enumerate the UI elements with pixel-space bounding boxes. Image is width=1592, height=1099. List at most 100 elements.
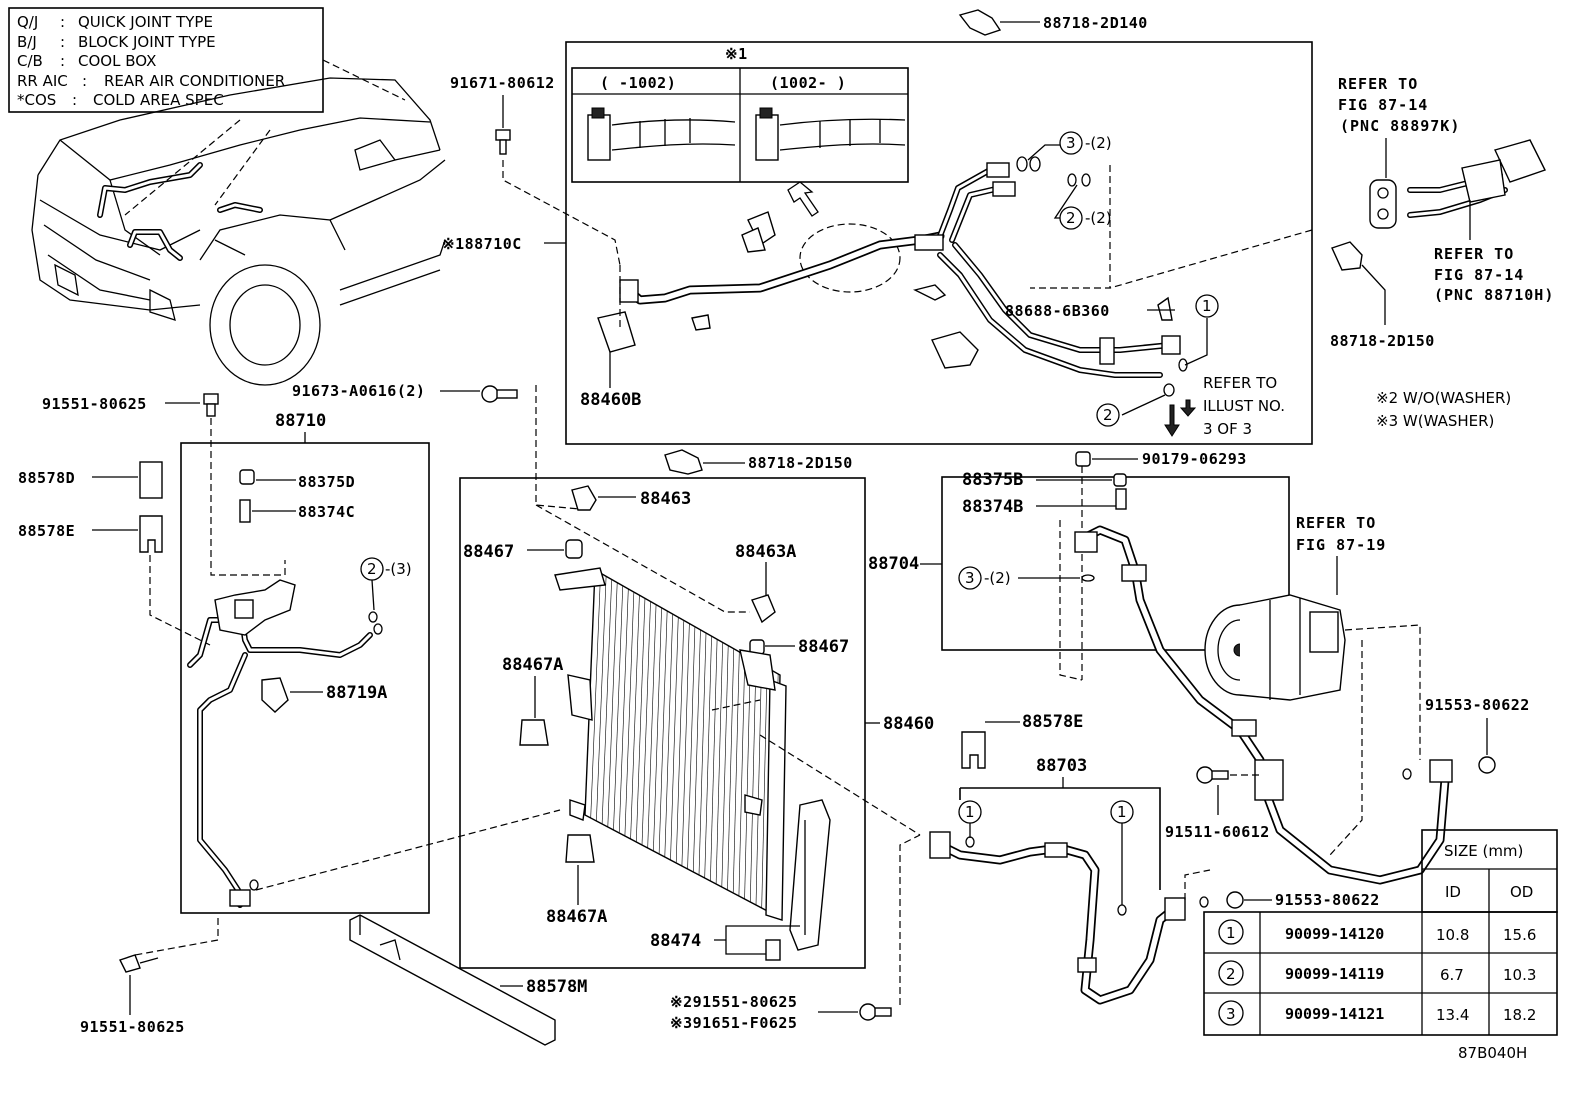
legend-sep-2: : [60,52,65,70]
label-91553-80622-b: 91553-80622 [1275,891,1380,909]
condenser-fin-line [607,582,618,828]
label-88467-a: 88467 [463,542,514,562]
condenser-fin-line [755,664,762,906]
label-88718-2D150-mid: 88718-2D150 [748,454,853,472]
legend-abbr-1: B/J [17,33,37,51]
bolt-91671-80612: 91671-80612 [450,74,621,266]
label-88474: 88474 [650,931,701,951]
bolt-91673: 91673-A0616(2) [292,382,591,511]
bolt-91511: 91511-60612 [1165,766,1270,841]
label-88578E-left: 88578E [18,522,75,540]
arrow-down-icon-2 [1164,404,1180,437]
callout-3-mid-qty: -(2) [984,569,1011,587]
legend-text-4: COLD AREA SPEC [93,91,224,109]
label-88467A-b: 88467A [546,907,607,927]
condenser-fin-line [727,648,735,891]
condenser-fin-line [624,592,635,837]
condenser-fin-line [613,585,624,831]
label-91551-80625-bottom: 91551-80625 [80,1018,185,1036]
label-88578M: 88578M [526,977,587,997]
drawing-code: 87B040H [1458,1044,1527,1062]
note-washer-2: ※2 W/O(WASHER) [1376,389,1511,407]
condenser-fin-line [658,610,668,855]
size-table-col-id: ID [1445,883,1461,901]
svg-text:1: 1 [1202,297,1212,315]
condenser-fin-line [698,632,707,876]
callout-2-refer: 2 [1096,403,1120,427]
size-row-mark: 2 [1226,965,1236,983]
condenser-fin-line [590,573,601,819]
ref4-line2: FIG 87-19 [1296,536,1386,554]
legend-abbr-0: Q/J [17,13,38,31]
legend-sep-4: : [72,91,77,109]
box-88704: 90179-06293 88375B 88374B 88704 3 -(2) [868,450,1453,885]
label-88463: 88463 [640,489,691,509]
callout-1-top: 1 [1195,294,1219,318]
right-fittings: REFER TO FIG 87-14 (PNC 88897K) REFER TO… [1109,75,1554,430]
callout-2-left-qty: -(3) [385,560,412,578]
condenser-fin-line [675,620,685,864]
ref4-line1: REFER TO [1296,514,1376,532]
svg-text:1: 1 [1117,803,1127,821]
label-88704: 88704 [868,554,919,574]
size-row-mark: 1 [1226,924,1236,942]
callout-3-top-qty: -(2) [1085,134,1112,152]
callout-3-mid: 3 -(2) [958,566,1095,590]
legend-abbr-2: C/B [17,52,43,70]
label-88375B: 88375B [962,470,1023,490]
size-table-col-od: OD [1510,883,1533,901]
size-table-title: SIZE (mm) [1444,842,1523,860]
legend-abbr-3: RR AIC [17,72,68,90]
label-91551-80625-top: 91551-80625 [42,395,147,413]
label-w3: ※391651-F0625 [670,1014,797,1032]
condenser-fin-line [687,626,696,870]
ref3-line2: ILLUST NO. [1203,397,1285,415]
arrow-down-icon-1 [1179,399,1197,417]
label-w2: ※291551-80625 [670,993,797,1011]
ref1-line1: REFER TO [1338,75,1418,93]
svg-text:2: 2 [1066,209,1076,227]
size-table-row: 2 90099-14119 6.7 10.3 [1218,960,1536,986]
callout-2-left: 2 -(3) [360,557,412,611]
label-88467-b: 88467 [798,637,849,657]
size-table-row: 1 90099-14120 10.8 15.6 [1218,919,1536,945]
label-88710: 88710 [275,411,326,431]
label-91671-80612: 91671-80612 [450,74,555,92]
box-88710C: ※1 ( -1002) (1002- ) [544,41,1313,445]
ref2-line2: FIG 87-14 [1434,266,1524,284]
label-88463A: 88463A [735,542,796,562]
size-row-od: 15.6 [1503,926,1536,944]
inset-mark: ※1 [725,45,748,63]
size-row-id: 13.4 [1436,1006,1469,1024]
size-row-id: 10.8 [1436,926,1469,944]
legend-text-0: QUICK JOINT TYPE [78,13,213,31]
ref1-line2: FIG 87-14 [1338,96,1428,114]
condenser-fin-line [670,617,679,861]
callout-2-top-qty: -(2) [1085,209,1112,227]
label-91673-A0616: 91673-A0616(2) [292,382,425,400]
size-row-od: 18.2 [1503,1006,1536,1024]
bolt-washer: ※291551-80625 ※391651-F0625 [670,834,921,1032]
box-88710: 91551-80625 88710 88578D 88578E 88375D 8… [18,393,561,1036]
size-row-id: 6.7 [1440,966,1464,984]
label-88374C: 88374C [298,503,355,521]
inset-right-joint-illustration [755,107,906,161]
condenser-fin-line [715,642,723,885]
label-88718-2D150-right: 88718-2D150 [1330,332,1435,350]
legend-sep-1: : [60,33,65,51]
ref2-line3: (PNC 88710H) [1434,286,1554,304]
condenser-fin-line [630,595,640,840]
label-88719A: 88719A [326,683,387,703]
condenser-fin-line [744,658,751,900]
condenser-fin-line [693,629,701,873]
legend-text-1: BLOCK JOINT TYPE [78,33,216,51]
legend-sep-3: : [82,72,87,90]
svg-text:2: 2 [367,560,377,578]
bracket-88578M: 88578M [349,914,587,1046]
callout-1-left: 1 [958,800,982,848]
legend-text-2: COOL BOX [78,52,156,70]
condenser-fin-line [750,661,757,903]
arrow-up-icon [787,181,819,217]
label-91511-60612: 91511-60612 [1165,823,1270,841]
